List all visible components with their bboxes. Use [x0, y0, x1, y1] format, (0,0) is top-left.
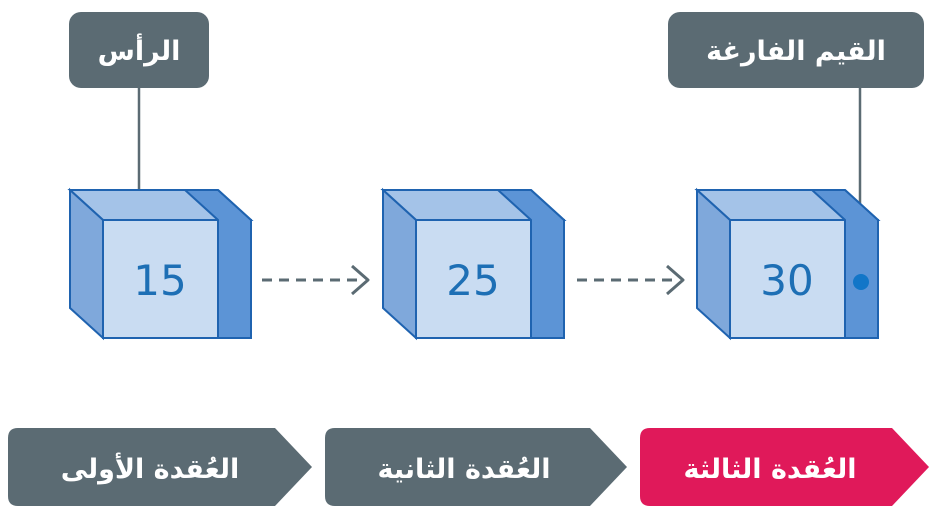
node-2: 25 — [380, 187, 567, 341]
node-3-null-dot — [853, 274, 869, 290]
step-banner-3-shape — [640, 428, 929, 506]
step-banner-2-shape — [325, 428, 627, 506]
head-callout-label: الرأس — [98, 33, 181, 67]
node-3: 30 — [694, 187, 881, 341]
step-banner-1: العُقدة الأولى — [8, 428, 312, 506]
step-banner-1-shape — [8, 428, 312, 506]
step-banner-3: العُقدة الثالثة — [640, 428, 929, 506]
node-1: 15 — [67, 187, 254, 341]
head-callout-box — [69, 12, 209, 88]
null-callout-label: القيم الفارغة — [706, 36, 886, 67]
null-callout-box — [668, 12, 924, 88]
step-banner-2-label: العُقدة الثانية — [377, 454, 550, 485]
node-3-value: 30 — [760, 256, 813, 305]
arrow-2-head — [666, 264, 685, 296]
node-1-value: 15 — [133, 256, 186, 305]
step-banner-3-label: العُقدة الثالثة — [683, 454, 856, 485]
step-banner-2: العُقدة الثانية — [325, 428, 627, 506]
node-2-value: 25 — [446, 256, 499, 305]
arrow-2 — [577, 264, 685, 296]
arrow-1-head — [351, 264, 370, 296]
arrow-1 — [262, 264, 370, 296]
head-callout: الرأس — [69, 12, 209, 205]
step-banner-1-label: العُقدة الأولى — [61, 452, 240, 485]
